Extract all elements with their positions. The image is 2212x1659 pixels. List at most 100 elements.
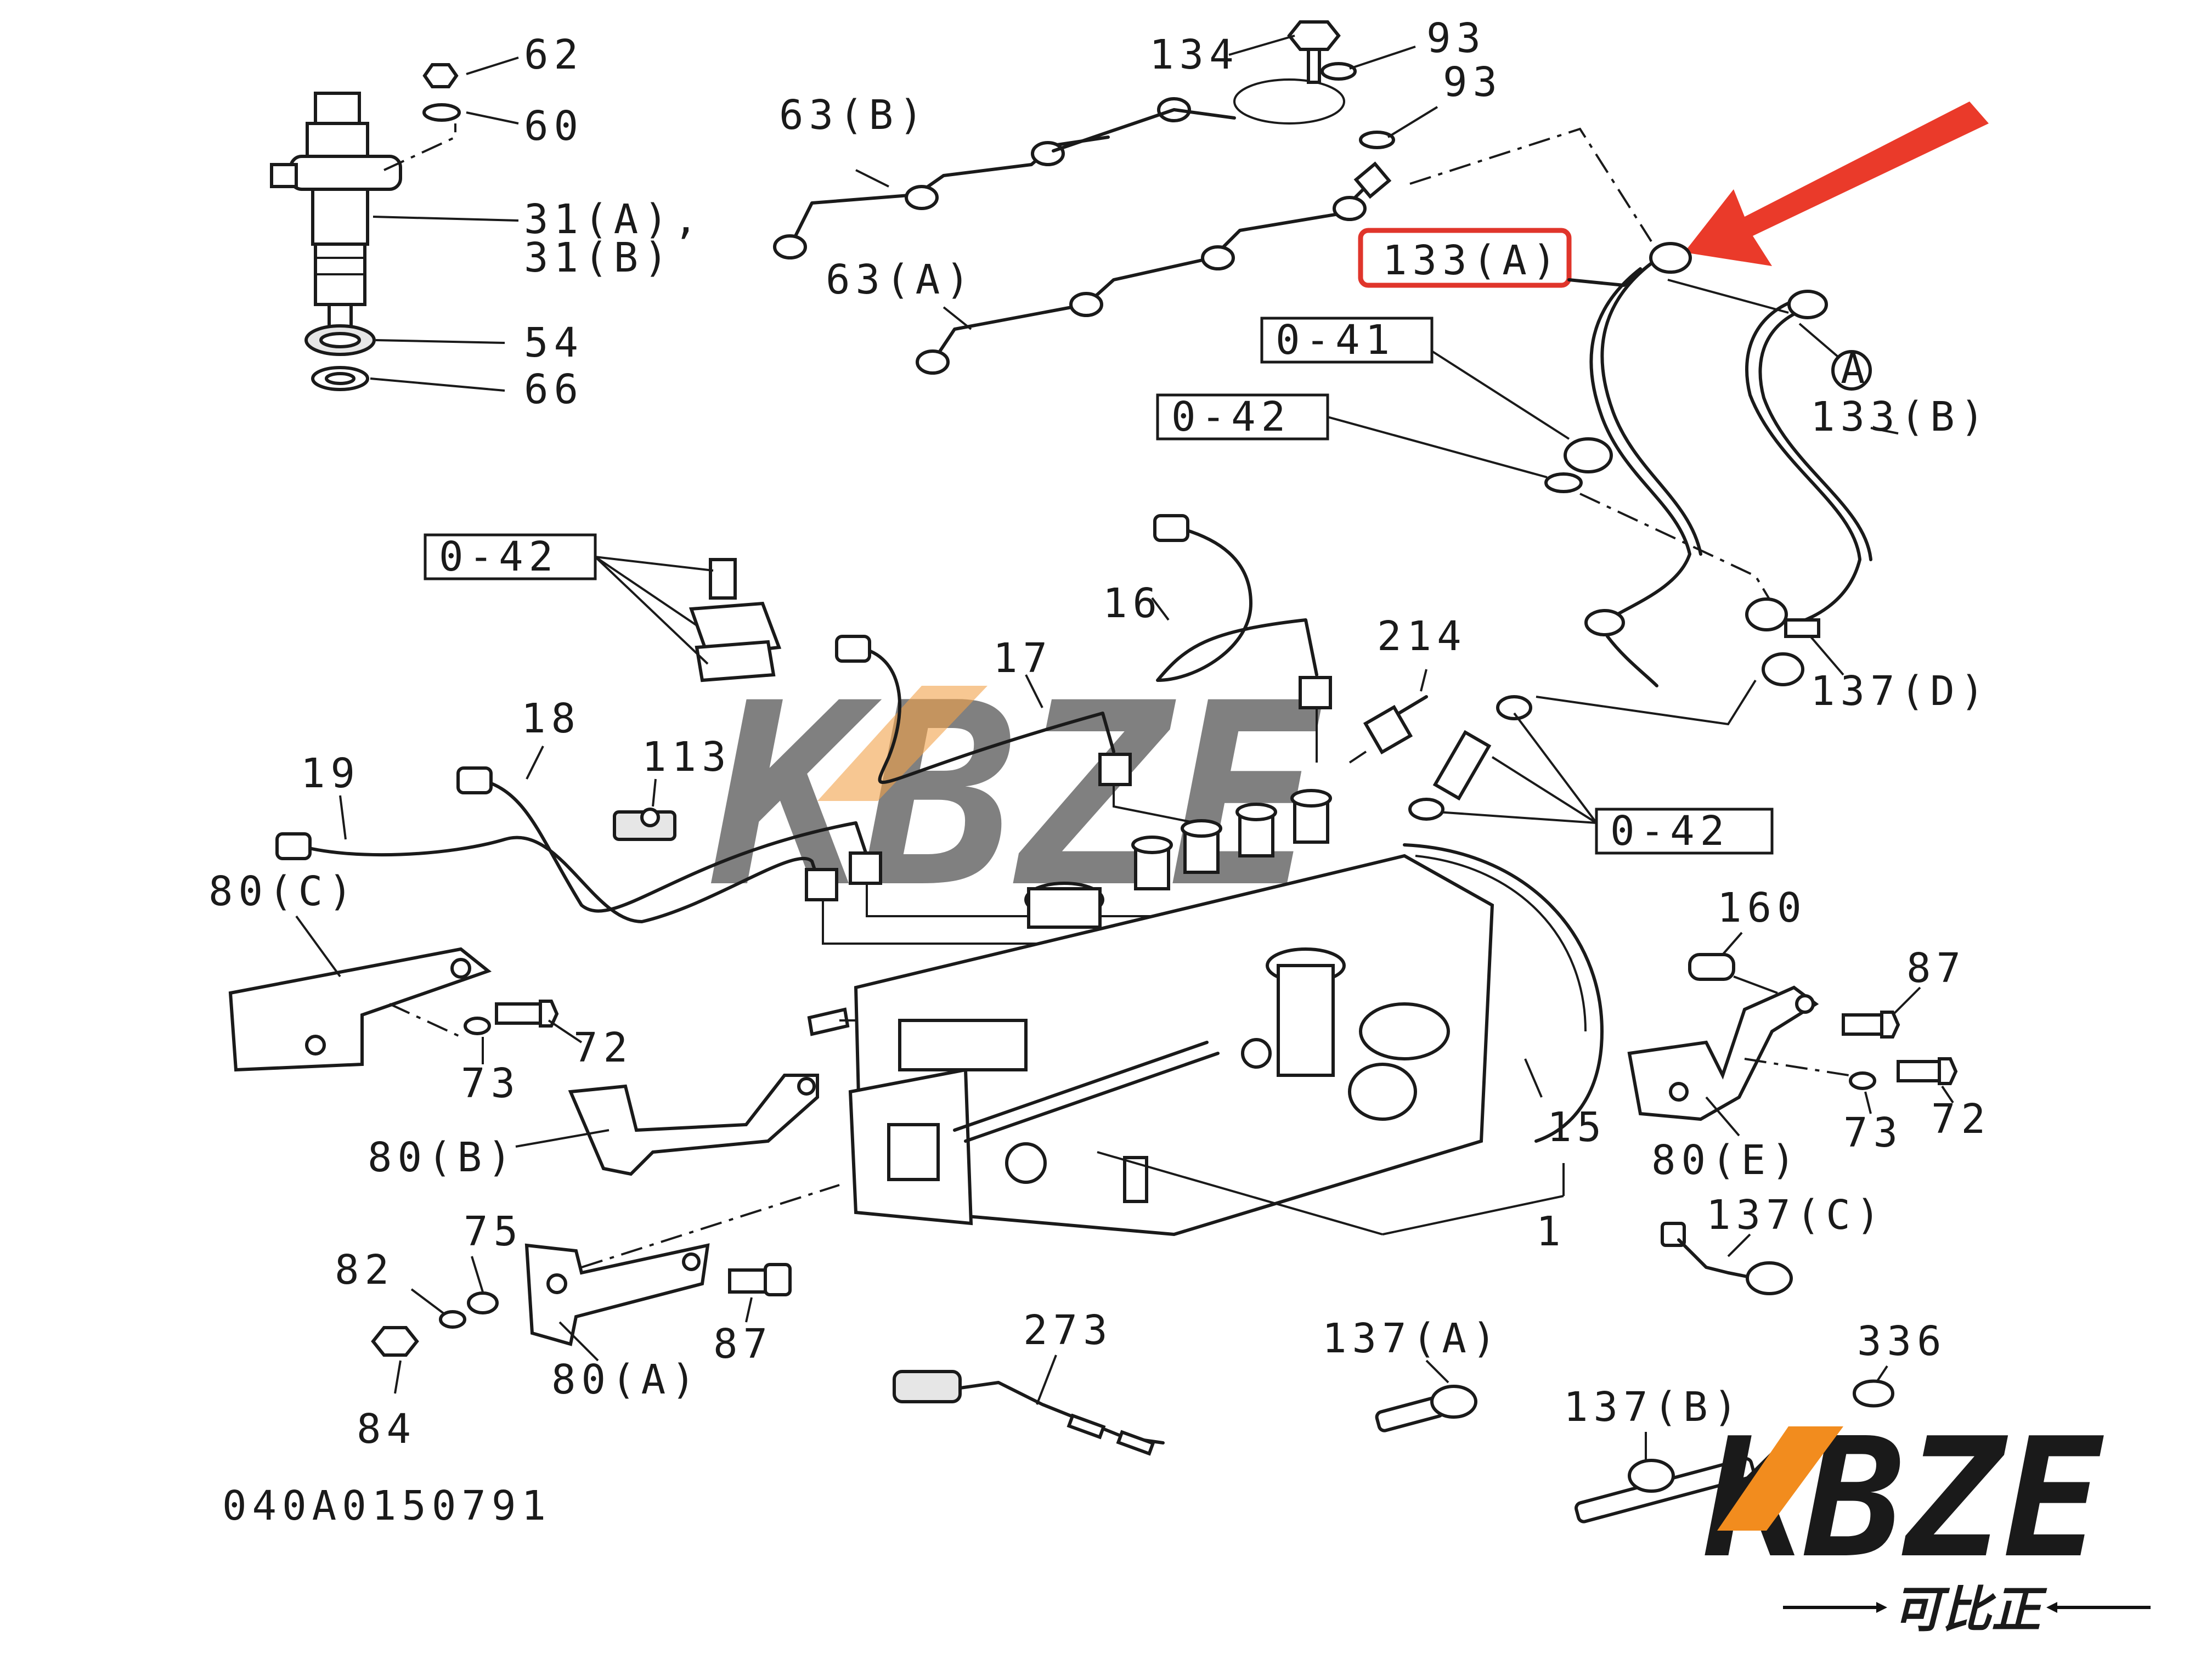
label-87a: 87	[713, 1321, 773, 1368]
lockwasher-82	[439, 1310, 466, 1329]
injector-inlet	[270, 163, 298, 188]
circle-a	[1831, 350, 1872, 391]
bracket-80b	[515, 1074, 819, 1176]
banjo-137c	[1661, 1222, 1793, 1295]
feed-pump	[1277, 964, 1335, 1077]
clip-113	[613, 778, 676, 841]
label-160: 160	[1717, 884, 1807, 932]
ref-box-0-42-left	[424, 533, 597, 580]
delivery-valves	[1131, 789, 1332, 890]
logo-chinese: 可比正	[1893, 1581, 2047, 1639]
label-133b: 133(B)	[1810, 393, 1990, 441]
label-54: 54	[524, 319, 584, 366]
washer-73a	[464, 1017, 491, 1035]
spacer-160	[1688, 932, 1778, 994]
fuel-pipes-133	[1567, 242, 1899, 687]
bracket-80c	[228, 915, 492, 1072]
bolt-87b	[1842, 1013, 1883, 1036]
plug-0-41	[1564, 437, 1613, 473]
banjo-137d	[1536, 597, 1844, 726]
bolt-72a	[495, 1002, 542, 1025]
injector-body	[311, 188, 369, 246]
valve-214	[1348, 669, 1532, 801]
label-82: 82	[335, 1246, 394, 1294]
washer-93a	[1321, 62, 1357, 81]
pipe-19	[295, 836, 819, 923]
label-87b: 87	[1906, 945, 1966, 992]
bracket-80e	[1627, 985, 1849, 1137]
label-16: 16	[1103, 580, 1163, 627]
label-134: 134	[1149, 31, 1239, 78]
label-18: 18	[521, 695, 581, 742]
ref-box-0-42-right	[1595, 808, 1774, 855]
clip-336	[1853, 1365, 1894, 1408]
ref-box-0-41	[1260, 317, 1434, 364]
label-1: 1	[1536, 1208, 1566, 1255]
label-73a: 73	[461, 1060, 521, 1107]
label-63a: 63(A)	[826, 256, 975, 303]
label-66: 66	[524, 366, 584, 413]
label-19: 19	[301, 750, 360, 797]
sensor-273	[893, 1355, 1165, 1456]
label-circle-a: A	[1841, 346, 1871, 393]
label-72a: 72	[573, 1024, 633, 1071]
label-133a: 133(A)	[1383, 237, 1562, 284]
label-93a: 93	[1426, 15, 1486, 62]
label-73b: 73	[1843, 1109, 1903, 1156]
label-214: 214	[1377, 613, 1467, 660]
pipe-16	[1156, 525, 1318, 682]
label-0-42-left: 0-42	[439, 533, 558, 580]
label-0-42-right: 0-42	[1610, 808, 1730, 855]
label-80b: 80(B)	[368, 1134, 517, 1181]
label-137d: 137(D)	[1810, 668, 1990, 715]
injection-pump-assembly	[807, 789, 1604, 1237]
nut-84	[371, 1326, 419, 1357]
eye-133a	[1649, 242, 1692, 274]
pipe-17	[854, 646, 1115, 785]
label-93b: 93	[1443, 59, 1503, 106]
return-loop	[1233, 78, 1345, 125]
logo-accent	[1717, 1426, 1843, 1531]
injector-tip	[328, 303, 353, 328]
bracket-0-42	[594, 556, 782, 682]
label-72b: 72	[1931, 1096, 1991, 1143]
label-84: 84	[357, 1406, 416, 1453]
bracket-80a	[524, 1184, 840, 1362]
label-60: 60	[524, 103, 584, 150]
injector-assembly	[270, 57, 519, 392]
label-137b: 137(B)	[1564, 1384, 1743, 1431]
highlight-box-133a	[1358, 228, 1572, 288]
label-273: 273	[1023, 1307, 1113, 1354]
kbze-logo: KBZE 可比正	[1703, 1403, 2151, 1639]
label-15: 15	[1547, 1104, 1607, 1151]
label-62: 62	[524, 31, 584, 78]
pipe-63a	[931, 179, 1373, 364]
washer-73b	[1849, 1071, 1876, 1090]
washer-93b	[1359, 131, 1395, 149]
label-0-41: 0-41	[1276, 317, 1395, 364]
washer-0-42	[1544, 472, 1583, 493]
drive-gear	[1403, 843, 1604, 1143]
control-rod	[953, 1041, 1209, 1132]
nut-62	[422, 63, 459, 88]
label-80a: 80(A)	[551, 1356, 701, 1403]
pipe-133a	[1589, 267, 1691, 622]
pipe-18	[476, 777, 868, 913]
label-0-42-top: 0-42	[1171, 393, 1291, 441]
hp-pipes	[275, 514, 1332, 945]
label-113: 113	[642, 733, 732, 781]
label-137c: 137(C)	[1706, 1192, 1886, 1239]
washer-75	[467, 1291, 499, 1314]
banjo-bolt-134	[1228, 20, 1652, 242]
highlight-arrow	[1684, 101, 1989, 266]
banjo-137b	[1575, 1432, 1756, 1523]
washer-60	[422, 103, 461, 122]
eye-133b	[1787, 290, 1828, 319]
label-137a: 137(A)	[1322, 1315, 1502, 1362]
injector-clamp	[289, 155, 402, 191]
label-75: 75	[464, 1208, 523, 1255]
leak-off-pipes	[773, 78, 1392, 375]
label-63b: 63(B)	[779, 92, 929, 139]
injector-cap	[314, 92, 361, 125]
